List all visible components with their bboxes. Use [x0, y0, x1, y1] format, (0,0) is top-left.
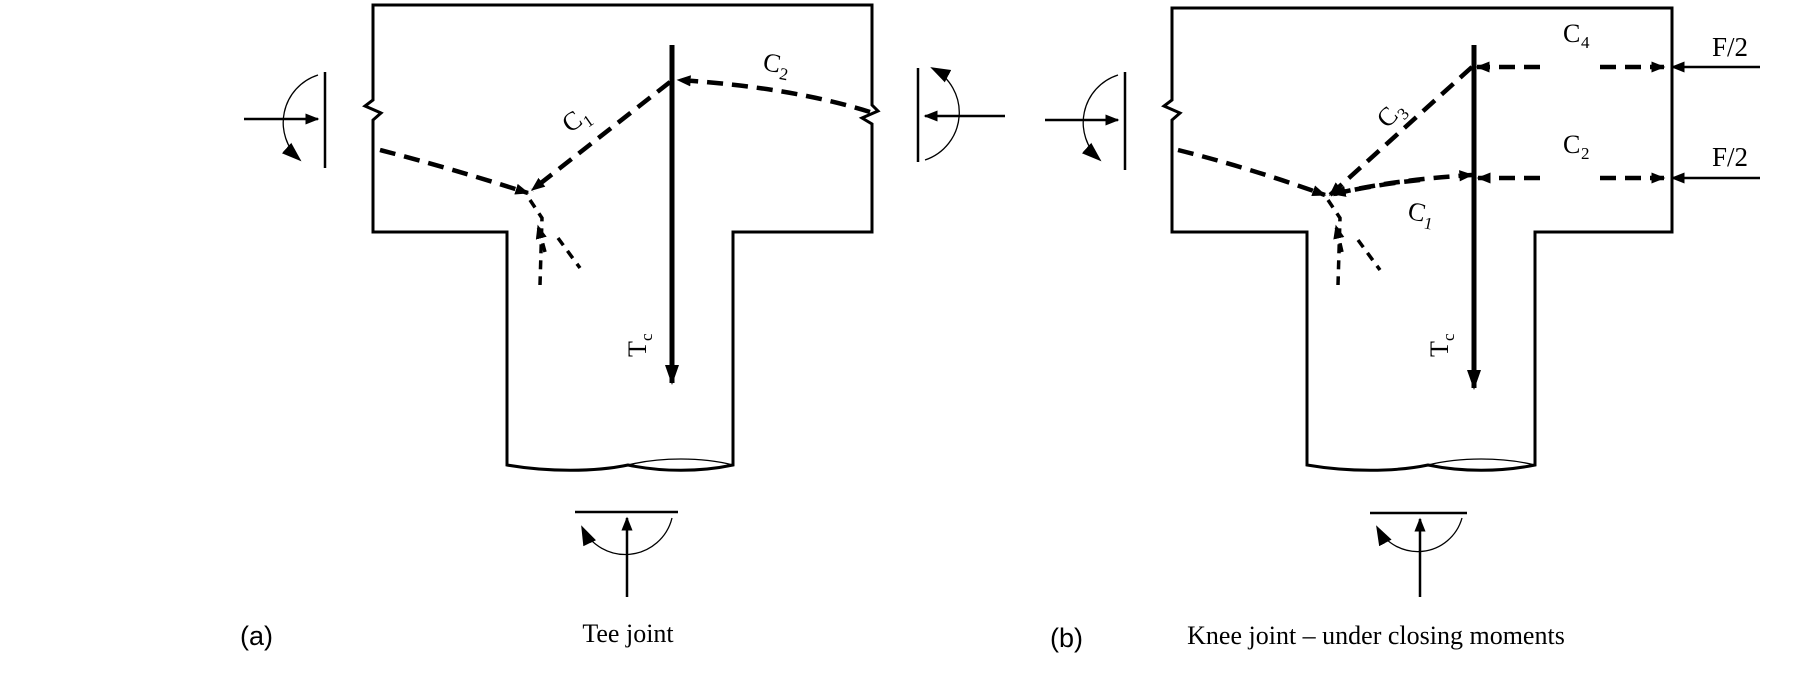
knee-strut-column-arrow [1333, 224, 1345, 253]
strut-c3 [1328, 65, 1474, 197]
column-moment-symbol [575, 510, 678, 597]
label-tc-b: T c [1425, 333, 1458, 357]
svg-text:c: c [637, 333, 656, 341]
label-tc: T c [623, 333, 656, 357]
panel-b-knee-joint: F/2 F/2 C 4 C 2 C 3 C 1 T c (b) Knee joi… [1045, 6, 1760, 653]
knee-strut-column-diagonal [1356, 238, 1382, 272]
strut-c2 [676, 75, 871, 115]
svg-text:4: 4 [1581, 33, 1590, 52]
panel-b-label: (b) [1050, 623, 1083, 653]
svg-text:C: C [761, 47, 783, 79]
strut-c1-b-reverse [1331, 177, 1421, 197]
knee-strut-left-beam [1177, 147, 1327, 198]
panel-a-label: (a) [240, 621, 273, 651]
tee-column-cut [627, 458, 734, 466]
svg-text:T: T [1425, 341, 1454, 357]
strut-c1-b [1334, 170, 1474, 197]
svg-text:1: 1 [1422, 213, 1434, 233]
strut-column-down [528, 199, 544, 286]
svg-text:C: C [1563, 130, 1580, 159]
label-c2-b: C 2 [1563, 130, 1590, 163]
knee-strut-column-down [1326, 199, 1342, 286]
panel-a-tee-joint: C 1 C 2 T c (a) Tee joint [240, 3, 1005, 651]
tee-joint-outline [362, 3, 881, 472]
strut-left-beam [379, 147, 530, 196]
panel-a-caption: Tee joint [582, 619, 674, 648]
force-f-bottom-label: F/2 [1712, 142, 1748, 172]
strut-column-arrow [535, 224, 547, 253]
force-f-top-label: F/2 [1712, 32, 1748, 62]
svg-text:C: C [1563, 19, 1580, 48]
svg-text:T: T [623, 341, 652, 357]
label-c4: C 4 [1563, 19, 1590, 52]
knee-column-cut [1427, 458, 1536, 466]
knee-joint-outline [1161, 6, 1674, 472]
label-c2: C 2 [761, 47, 790, 84]
strut-column-diagonal [556, 236, 582, 270]
knee-beam-moment-symbol [1045, 72, 1127, 170]
strut-c1 [530, 80, 672, 192]
svg-text:C: C [1405, 196, 1428, 228]
label-c3: C 3 [1371, 101, 1413, 134]
label-c1-b: C 1 [1405, 196, 1434, 234]
left-beam-moment-symbol [244, 72, 327, 168]
svg-text:c: c [1439, 333, 1458, 341]
knee-column-moment-symbol [1370, 511, 1467, 597]
panel-b-caption: Knee joint – under closing moments [1187, 621, 1565, 650]
label-c1: C 1 [557, 105, 598, 139]
svg-text:2: 2 [778, 64, 790, 84]
svg-text:2: 2 [1581, 144, 1590, 163]
right-beam-moment-symbol [916, 67, 1005, 162]
